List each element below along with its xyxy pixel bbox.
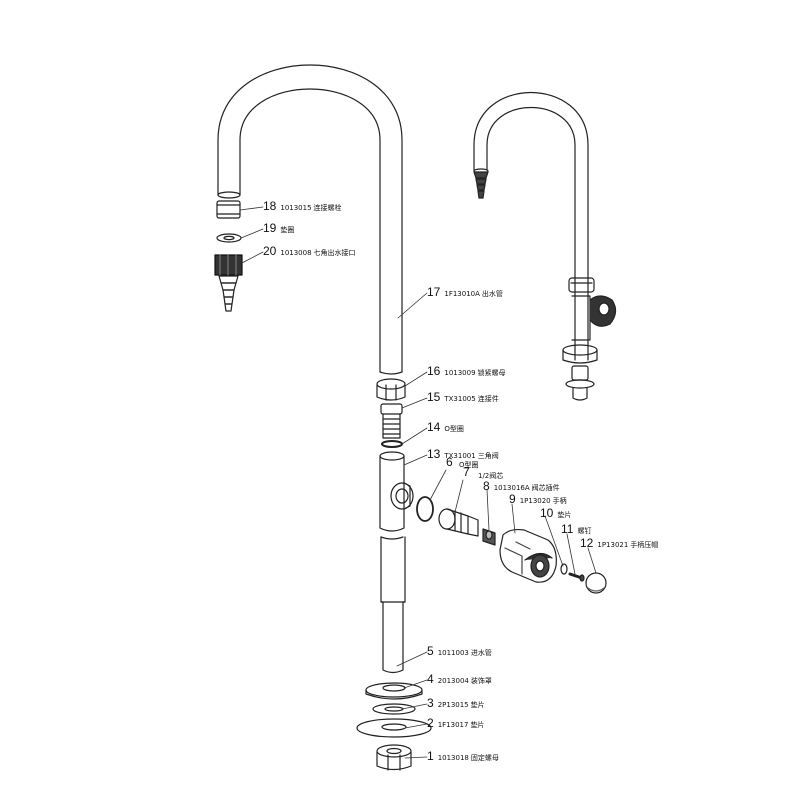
callout-19: 19 垫圈 (263, 221, 294, 235)
part-name: 阀芯插件 (531, 484, 560, 492)
part-number: 20 (263, 244, 277, 258)
part-name: 装饰罩 (470, 677, 492, 685)
callout-10: 10 垫片 (540, 506, 571, 520)
part-number: 19 (263, 221, 277, 235)
callout-14: 14 O型圈 (427, 420, 464, 434)
part-code: 2013004 (437, 677, 469, 685)
part-number: 14 (427, 420, 441, 434)
decorative-cover (365, 682, 423, 700)
part-name: 垫片 (557, 511, 572, 519)
part-number: 15 (427, 390, 441, 404)
part-number: 10 (540, 506, 554, 520)
part-number: 11 (561, 522, 574, 536)
part-name: O型圈 (444, 425, 464, 433)
valve-cartridge (438, 508, 479, 537)
fixing-nut (376, 744, 412, 771)
part-code: 1013008 (280, 249, 312, 257)
part-name: 三角阀 (477, 452, 499, 460)
part-name: 1/2阀芯 (478, 472, 504, 480)
gooseneck-spout (217, 64, 403, 375)
assembled-faucet-preview (473, 91, 617, 401)
valve-body (379, 451, 414, 532)
callout-11: 11 螺钉 (561, 522, 591, 536)
o-ring-14 (381, 440, 403, 448)
part-code: 1F13010A (444, 290, 480, 298)
callout-6: 6 (446, 455, 453, 469)
hose-nozzle (214, 254, 243, 312)
part-code: 2P13015 (437, 701, 469, 709)
part-number: 18 (263, 199, 277, 213)
part-code: 1013015 (280, 204, 312, 212)
part-name: 进水管 (470, 649, 492, 657)
part-number: 2 (427, 716, 434, 730)
connector (380, 403, 403, 439)
part-name: 垫片 (470, 701, 485, 709)
callout-7: 7 (463, 465, 470, 479)
part-name: 出水管 (481, 290, 503, 298)
part-name: 垫片 (470, 721, 485, 729)
part-code: 1F13017 (437, 721, 469, 729)
part-number: 16 (427, 364, 441, 378)
part-code: 1P13020 (519, 497, 551, 505)
part-number: 8 (483, 479, 490, 493)
part-code: 1P13021 (597, 541, 629, 549)
part-name: 七角出水接口 (313, 249, 356, 257)
part-name: 手柄 (552, 497, 567, 505)
part-name: 手柄压帽 (630, 541, 659, 549)
leader-lines (239, 206, 597, 759)
part-number: 6 (446, 455, 453, 469)
part-code: 1013009 (444, 369, 476, 377)
part-code: TX31001 (444, 452, 476, 460)
connecting-bolt (216, 200, 241, 219)
part-name: 垫圈 (280, 226, 295, 234)
callout-7-label: 1/2阀芯 (478, 471, 503, 481)
part-name: 连接件 (477, 395, 499, 403)
part-name: 锁紧螺母 (477, 369, 506, 377)
part-code: 1013018 (437, 754, 469, 762)
washer-10 (560, 563, 568, 575)
cartridge-insert (482, 528, 496, 546)
gasket-2 (356, 718, 432, 738)
callout-6-label: O型圈 (459, 460, 479, 470)
part-name: 连接螺栓 (313, 204, 342, 212)
part-number: 1 (427, 749, 434, 763)
part-code: 1011003 (437, 649, 469, 657)
o-ring-6 (416, 496, 434, 522)
part-number: 4 (427, 672, 434, 686)
inlet-pipe (380, 536, 406, 674)
part-number: 12 (580, 536, 594, 550)
part-code: 1013016A (493, 484, 530, 492)
handle-cap (585, 572, 607, 594)
part-number: 7 (463, 465, 470, 479)
part-code: TX31005 (444, 395, 476, 403)
lock-nut (376, 378, 406, 401)
part-name: 螺钉 (577, 527, 592, 535)
part-number: 3 (427, 696, 434, 710)
washer-3 (372, 703, 416, 715)
valve-handle (499, 528, 557, 583)
part-name: 固定螺母 (470, 754, 499, 762)
screw (568, 572, 585, 582)
part-name: O型圈 (459, 461, 479, 469)
part-number: 9 (509, 492, 516, 506)
part-number: 5 (427, 644, 434, 658)
part-number: 13 (427, 447, 441, 461)
washer-19 (216, 233, 242, 243)
part-number: 17 (427, 285, 441, 299)
